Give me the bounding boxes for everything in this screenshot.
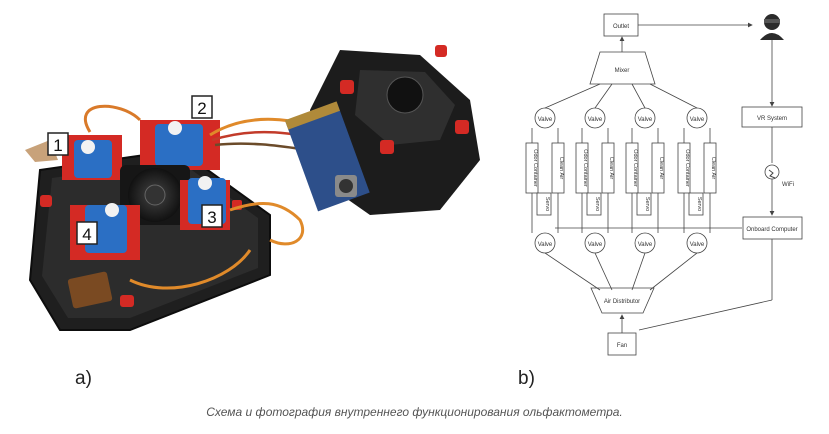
svg-text:Odor Container: Odor Container	[582, 149, 588, 187]
servo-label-3: 3	[201, 204, 223, 228]
servo-label-2: 2	[191, 95, 213, 119]
svg-text:Valve: Valve	[638, 117, 653, 123]
svg-text:Clean Air: Clean Air	[608, 157, 614, 179]
svg-text:Valve: Valve	[588, 117, 603, 123]
olfactometer-schematic: Outlet Mixer VR System WiFi Onboard Comp…	[525, 13, 803, 356]
onboard-computer-box	[742, 216, 803, 240]
svg-text:WiFi: WiFi	[782, 182, 794, 188]
svg-text:4: 4	[82, 225, 91, 244]
svg-text:Air Distributor: Air Distributor	[604, 299, 640, 305]
device-photo: 1 2 3 4	[25, 45, 480, 331]
servo-label-4: 4	[76, 221, 98, 245]
svg-text:Odor Container: Odor Container	[532, 149, 538, 187]
servo-label-1: 1	[47, 132, 69, 156]
channels	[525, 83, 717, 291]
svg-text:Odor Container: Odor Container	[684, 149, 690, 187]
svg-text:Clean Air: Clean Air	[658, 157, 664, 179]
mixer-box	[589, 51, 656, 85]
svg-text:VR System: VR System	[757, 116, 787, 122]
svg-text:Onboard Computer: Onboard Computer	[746, 227, 797, 233]
svg-text:2: 2	[197, 99, 206, 118]
panel-label-b: b)	[518, 368, 535, 389]
svg-text:Servo: Servo	[644, 197, 650, 211]
svg-text:Valve: Valve	[690, 242, 705, 248]
servo-1	[62, 135, 122, 180]
svg-text:Clean Air: Clean Air	[710, 157, 716, 179]
svg-text:Valve: Valve	[538, 242, 553, 248]
svg-text:Servo: Servo	[594, 197, 600, 211]
control-board	[284, 45, 480, 215]
svg-text:Servo: Servo	[696, 197, 702, 211]
svg-text:Servo: Servo	[544, 197, 550, 211]
svg-text:Outlet: Outlet	[613, 24, 629, 30]
svg-text:1: 1	[53, 136, 62, 155]
svg-text:Mixer: Mixer	[615, 68, 630, 74]
svg-text:Valve: Valve	[588, 242, 603, 248]
svg-text:Fan: Fan	[617, 343, 627, 349]
svg-text:Valve: Valve	[538, 117, 553, 123]
svg-text:3: 3	[207, 208, 216, 227]
panel-label-a: a)	[75, 368, 92, 389]
svg-text:Valve: Valve	[638, 242, 653, 248]
user-icon	[760, 14, 784, 40]
servo-2	[140, 120, 220, 170]
svg-text:Odor Container: Odor Container	[632, 149, 638, 187]
svg-text:Valve: Valve	[690, 117, 705, 123]
wifi-icon	[768, 169, 776, 179]
figure-caption: Схема и фотография внутреннего функциони…	[206, 405, 623, 419]
svg-text:Clean Air: Clean Air	[558, 157, 564, 179]
